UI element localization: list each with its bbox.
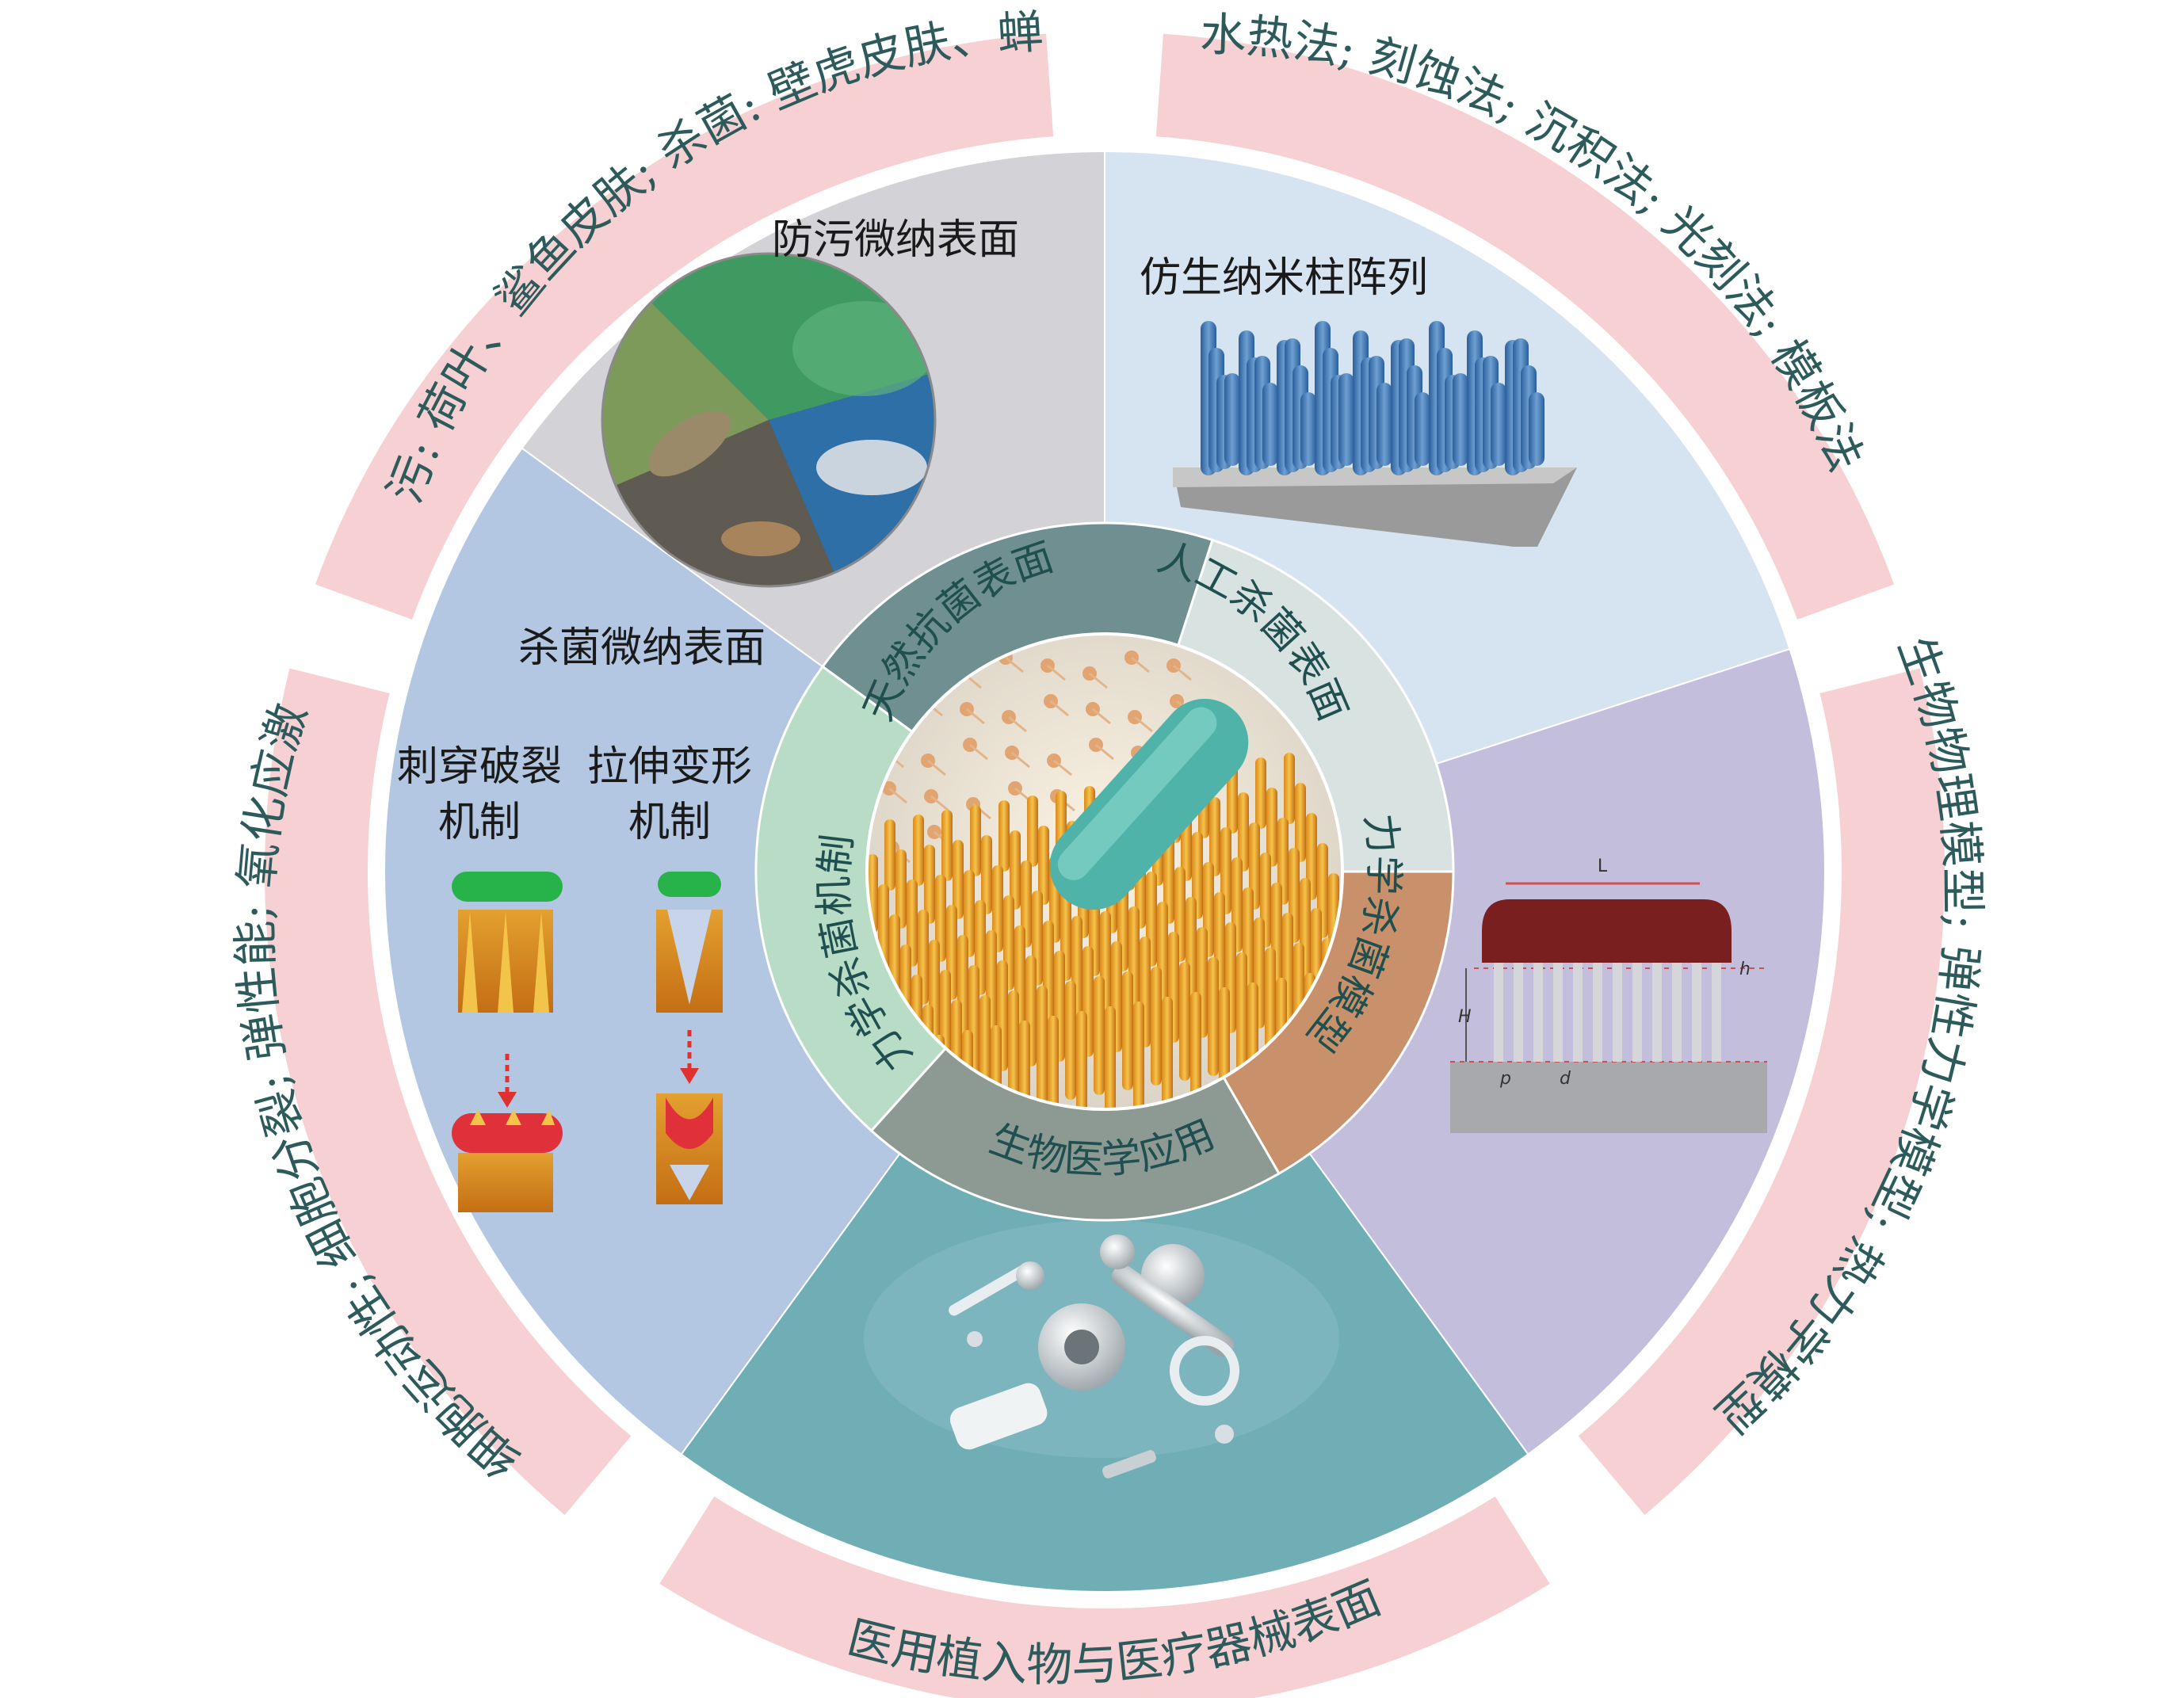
model-pillar <box>1613 963 1622 1062</box>
panel-title-bactericidal: 杀菌微纳表面 <box>518 624 766 672</box>
model-pillar <box>1494 963 1503 1062</box>
mechanism-stretch-label-line2: 机制 <box>628 799 711 846</box>
nanopillar-array-illustration <box>1173 321 1577 547</box>
model-pillar <box>1652 963 1662 1062</box>
model-label-L: L <box>1598 857 1608 876</box>
model-pillar <box>1553 963 1563 1062</box>
model-pillar <box>1712 963 1721 1062</box>
model-pillar <box>1672 963 1682 1062</box>
mechanism-puncture-label-line2: 机制 <box>438 799 521 846</box>
outer-ring <box>264 33 1945 1698</box>
panel-title-antifouling: 防污微纳表面 <box>772 216 1019 264</box>
nanopillar <box>1415 392 1430 466</box>
ring-segment-top-right <box>1155 33 1895 620</box>
ring-segment-left <box>264 668 632 1516</box>
puncture-mechanism-illustration <box>452 872 563 1212</box>
nanopillar <box>1453 373 1468 466</box>
model-label-d: d <box>1560 1069 1571 1089</box>
mechanism-stretch-label-line1: 拉伸变形 <box>587 743 752 791</box>
mechanism-puncture-label-line1: 刺穿破裂 <box>397 743 562 791</box>
nanopillar <box>1376 383 1392 466</box>
biophysical-model-schematic <box>1450 882 1767 1133</box>
ring-segment-top-left <box>315 33 1054 620</box>
model-label-h: h <box>1739 960 1751 979</box>
natural-surfaces-photo <box>601 252 937 588</box>
ring-segment-right <box>1578 668 1945 1516</box>
nanopillar <box>1529 392 1544 466</box>
model-pillar <box>1533 963 1543 1062</box>
model-label-H: H <box>1458 1007 1472 1027</box>
nanopillar <box>1491 383 1506 466</box>
panel-title-nanopillar: 仿生纳米柱阵列 <box>1140 254 1428 302</box>
stretch-mechanism-illustration <box>656 872 723 1204</box>
nanopillar <box>1338 373 1354 466</box>
center-hub <box>754 521 1455 1222</box>
model-pillar <box>1514 963 1523 1062</box>
model-pillar <box>1573 963 1583 1062</box>
medical-devices-illustration <box>864 1220 1339 1479</box>
nanopillar <box>1224 373 1240 466</box>
nanopillar <box>1262 383 1278 466</box>
model-pillar <box>1692 963 1701 1062</box>
nanopillar <box>1300 392 1316 466</box>
ring-segment-bottom <box>659 1496 1550 1698</box>
model-pillar <box>1632 963 1642 1062</box>
model-label-p: p <box>1499 1069 1511 1089</box>
model-pillar <box>1593 963 1602 1062</box>
